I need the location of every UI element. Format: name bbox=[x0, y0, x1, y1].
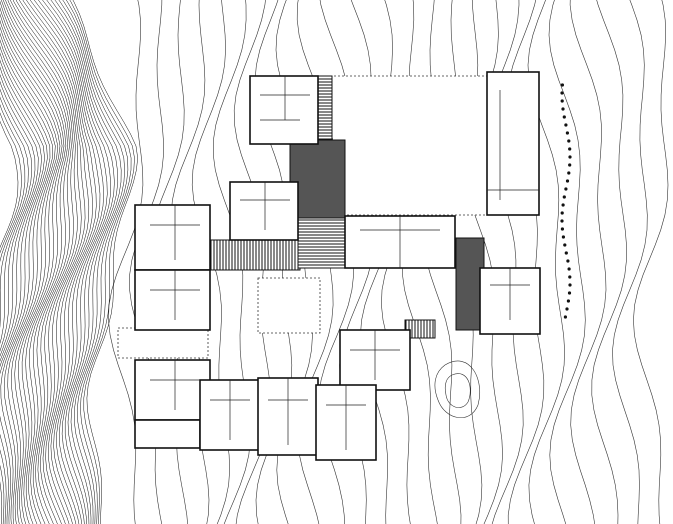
tree-mark bbox=[568, 283, 572, 287]
mound-contour bbox=[444, 373, 471, 408]
tree-mark bbox=[560, 219, 564, 223]
stair-dark bbox=[289, 139, 346, 219]
contour-line bbox=[72, 0, 138, 524]
contour-line bbox=[0, 32, 56, 524]
upper-court bbox=[329, 75, 491, 216]
contour-line bbox=[0, 45, 51, 524]
contour-line bbox=[7, 0, 74, 524]
tree-mark bbox=[564, 251, 568, 255]
tree-mark bbox=[565, 179, 570, 183]
contour-line bbox=[26, 0, 97, 524]
contour-line bbox=[612, 0, 648, 524]
unit-west-terrace bbox=[134, 419, 201, 449]
contour-line bbox=[0, 80, 36, 524]
contour-line bbox=[0, 66, 42, 524]
contour-line bbox=[0, 74, 39, 524]
contour-line bbox=[22, 0, 93, 524]
contour-line bbox=[50, 0, 119, 524]
contour-line bbox=[10, 0, 78, 524]
tree-mark bbox=[567, 291, 572, 295]
tree-mark bbox=[564, 123, 568, 127]
contour-line bbox=[0, 112, 22, 254]
contour-line bbox=[69, 0, 135, 524]
tree-mark bbox=[561, 107, 565, 111]
contour-line bbox=[38, 0, 108, 524]
contour-line bbox=[33, 0, 104, 524]
unit-west-2 bbox=[134, 269, 211, 331]
tree-mark bbox=[564, 187, 568, 191]
contour-line bbox=[65, 0, 132, 524]
contour-line bbox=[0, 13, 63, 524]
contour-line bbox=[0, 88, 33, 345]
steep-slope-contours bbox=[0, 0, 138, 524]
tree-mark bbox=[568, 163, 572, 167]
tree-mark bbox=[561, 203, 565, 207]
contour-line bbox=[15, 0, 86, 524]
tree-mark bbox=[567, 171, 571, 175]
contour-line bbox=[58, 0, 125, 524]
tree-mark bbox=[560, 83, 565, 87]
interior-walls bbox=[150, 76, 539, 450]
contour-line bbox=[0, 52, 48, 524]
tree-mark bbox=[568, 275, 572, 279]
contour-line bbox=[3, 0, 70, 524]
tree-line bbox=[560, 83, 572, 319]
unit-west-3 bbox=[134, 359, 211, 421]
tree-mark bbox=[562, 115, 566, 119]
contour-line bbox=[548, 0, 586, 524]
tree-mark bbox=[563, 315, 568, 319]
contour-line bbox=[29, 0, 101, 524]
contour-line bbox=[0, 7, 65, 524]
contour-line bbox=[569, 0, 607, 524]
contour-line bbox=[0, 0, 67, 524]
unit-north bbox=[249, 75, 319, 145]
mound-contour bbox=[434, 360, 480, 419]
contour-line bbox=[62, 0, 129, 524]
contour-line bbox=[633, 0, 669, 524]
unit-upper-middle bbox=[229, 181, 299, 241]
tree-mark bbox=[565, 307, 569, 311]
tree-mark bbox=[563, 243, 567, 247]
contour-line bbox=[0, 96, 29, 329]
stair-southeast bbox=[404, 319, 436, 339]
central-plaza bbox=[257, 277, 321, 334]
contour-line bbox=[591, 0, 627, 524]
tree-mark bbox=[561, 235, 566, 239]
tree-mark bbox=[560, 211, 564, 215]
parking-area bbox=[117, 327, 209, 359]
tree-mark bbox=[560, 99, 564, 103]
tree-mark bbox=[560, 227, 565, 231]
contour-line bbox=[19, 0, 90, 524]
main-building-east bbox=[486, 71, 540, 216]
contour-line bbox=[1, 0, 68, 524]
contour-line bbox=[42, 0, 111, 524]
tree-mark bbox=[562, 195, 566, 199]
tree-mark bbox=[566, 299, 571, 303]
unit-west-1 bbox=[134, 204, 211, 271]
contour-line bbox=[0, 104, 26, 262]
contour-line bbox=[0, 39, 53, 524]
tree-mark bbox=[565, 131, 570, 135]
stair-west bbox=[209, 239, 301, 271]
tree-mark bbox=[568, 155, 572, 159]
contour-line bbox=[12, 0, 82, 524]
tree-mark bbox=[560, 91, 564, 95]
tree-mark bbox=[567, 267, 571, 271]
tree-mark bbox=[567, 139, 571, 143]
contour-line bbox=[0, 59, 45, 524]
contour-line bbox=[0, 26, 59, 524]
contour-line bbox=[46, 0, 115, 524]
contour-line bbox=[54, 0, 122, 524]
stair-link bbox=[297, 217, 347, 269]
contour-line bbox=[0, 19, 61, 524]
contour-line bbox=[5, 0, 72, 524]
stair-upper bbox=[317, 75, 333, 147]
tree-mark bbox=[568, 147, 572, 151]
tree-mark bbox=[566, 259, 570, 263]
